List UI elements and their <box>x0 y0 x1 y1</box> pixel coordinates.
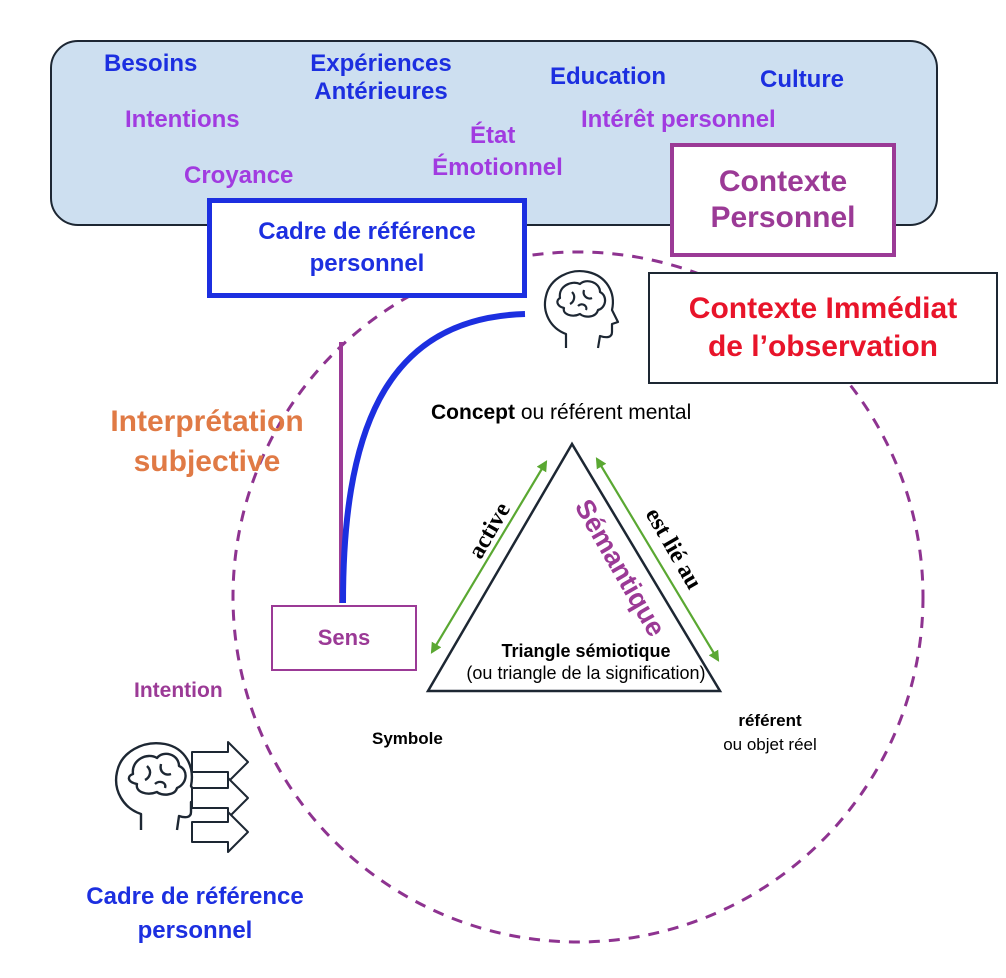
referent-bold: référent <box>738 711 802 730</box>
intention-label: Intention <box>134 679 223 702</box>
label-intentions: Intentions <box>125 106 240 133</box>
bottom-cadre-line1: Cadre de référence <box>86 883 304 910</box>
bottom-cadre-label: Cadre de référence personnel <box>60 880 330 948</box>
concept-label-rest: ou référent mental <box>515 401 692 424</box>
active-arrow <box>430 460 548 654</box>
label-etat-emotionnel: État Émotionnel <box>410 120 585 184</box>
bottom-cadre-line2: personnel <box>137 917 253 944</box>
label-experiences-line1: Expériences <box>310 50 452 77</box>
contexte-immediat-line1: Contexte Immédiat <box>688 292 958 325</box>
label-culture: Culture <box>760 66 844 93</box>
arrow-right-icon <box>191 777 249 819</box>
contexte-immediat-line2: de l’observation <box>707 330 939 363</box>
interpretation-line1: Interprétation <box>110 405 304 438</box>
label-experiences-line2: Antérieures <box>314 78 448 105</box>
contexte-immediat-box: Contexte Immédiat de l’observation <box>648 272 998 384</box>
label-etat-line1: État <box>470 122 516 149</box>
triangle-caption: Triangle sémiotique (ou triangle de la s… <box>446 640 726 684</box>
contexte-personnel-box: Contexte Personnel <box>670 143 896 257</box>
interpretation-line2: subjective <box>133 445 281 478</box>
sens-box: Sens <box>271 605 417 671</box>
referent-label: référent ou objet réel <box>700 709 840 757</box>
symbole-label: Symbole <box>372 729 443 748</box>
immediate-context-circle <box>231 250 925 944</box>
label-etat-line2: Émotionnel <box>432 154 563 181</box>
interpretation-subjective-label: Interprétation subjective <box>92 402 322 482</box>
label-experiences: Expériences Antérieures <box>296 50 466 106</box>
label-besoins: Besoins <box>104 50 198 77</box>
cadre-reference-box: Cadre de référence personnel <box>207 198 527 298</box>
triangle-title: Triangle sémiotique <box>501 641 671 661</box>
sens-to-concept-curve <box>340 311 526 604</box>
referent-rest: ou objet réel <box>723 735 817 754</box>
arrow-right-icon <box>191 741 249 783</box>
contexte-personnel-line1: Contexte <box>718 165 848 198</box>
head-brain-icon <box>114 742 201 831</box>
label-education: Education <box>550 63 667 90</box>
label-croyance: Croyance <box>184 162 294 189</box>
arrow-right-icon <box>191 811 249 853</box>
concept-label-bold: Concept <box>431 401 515 424</box>
cadre-reference-line1: Cadre de référence <box>258 218 476 245</box>
concept-label: Concept ou référent mental <box>431 400 691 425</box>
lie-au-arrow <box>595 457 720 662</box>
triangle-subtitle: (ou triangle de la signification) <box>466 663 706 683</box>
contexte-personnel-line2: Personnel <box>710 201 856 234</box>
label-interet-personnel: Intérêt personnel <box>581 106 776 133</box>
head-brain-icon <box>543 270 620 349</box>
cadre-reference-line2: personnel <box>309 250 425 277</box>
